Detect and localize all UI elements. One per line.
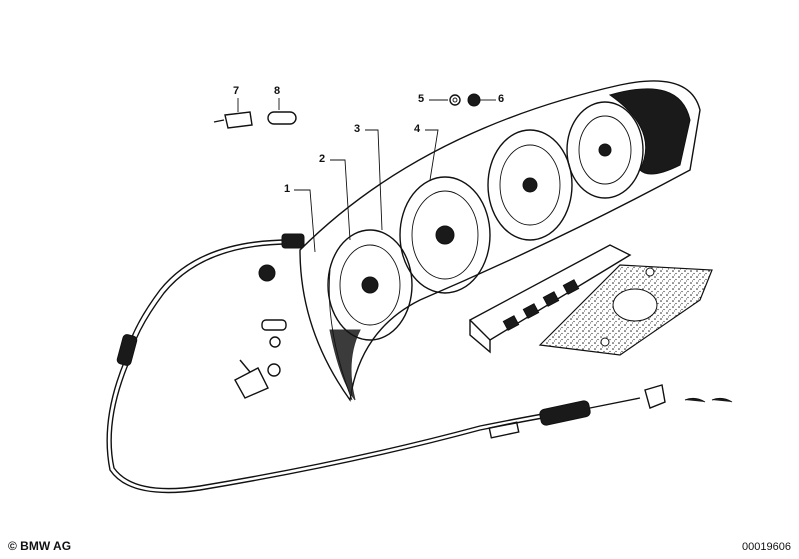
cable-nut bbox=[258, 264, 276, 282]
speedometer-cable bbox=[106, 233, 733, 494]
instrument-housing bbox=[299, 80, 701, 402]
washer-5 bbox=[449, 94, 461, 106]
knob bbox=[234, 359, 281, 399]
callout-7: 7 bbox=[233, 85, 240, 97]
copyright-label: © BMW AG bbox=[8, 539, 72, 553]
warning-light-strip bbox=[468, 244, 632, 354]
bulb-8 bbox=[267, 111, 297, 125]
callout-5: 5 bbox=[418, 93, 425, 105]
diagram-number: 00019606 bbox=[742, 541, 791, 553]
gauge-third bbox=[487, 129, 573, 241]
leader-lines bbox=[237, 98, 496, 253]
callout-3: 3 bbox=[354, 123, 361, 135]
callout-1: 1 bbox=[284, 183, 291, 195]
callout-6: 6 bbox=[498, 93, 505, 105]
gauge-fourth bbox=[566, 101, 644, 199]
bulb-socket bbox=[261, 319, 287, 348]
callout-8: 8 bbox=[274, 85, 281, 97]
nut-6 bbox=[467, 93, 481, 107]
bulb-holder-7 bbox=[213, 111, 253, 129]
callout-2: 2 bbox=[319, 153, 326, 165]
gauge-speedometer bbox=[327, 229, 413, 341]
gauge-tachometer bbox=[399, 176, 491, 294]
callout-4: 4 bbox=[414, 123, 421, 135]
gasket bbox=[538, 264, 713, 356]
